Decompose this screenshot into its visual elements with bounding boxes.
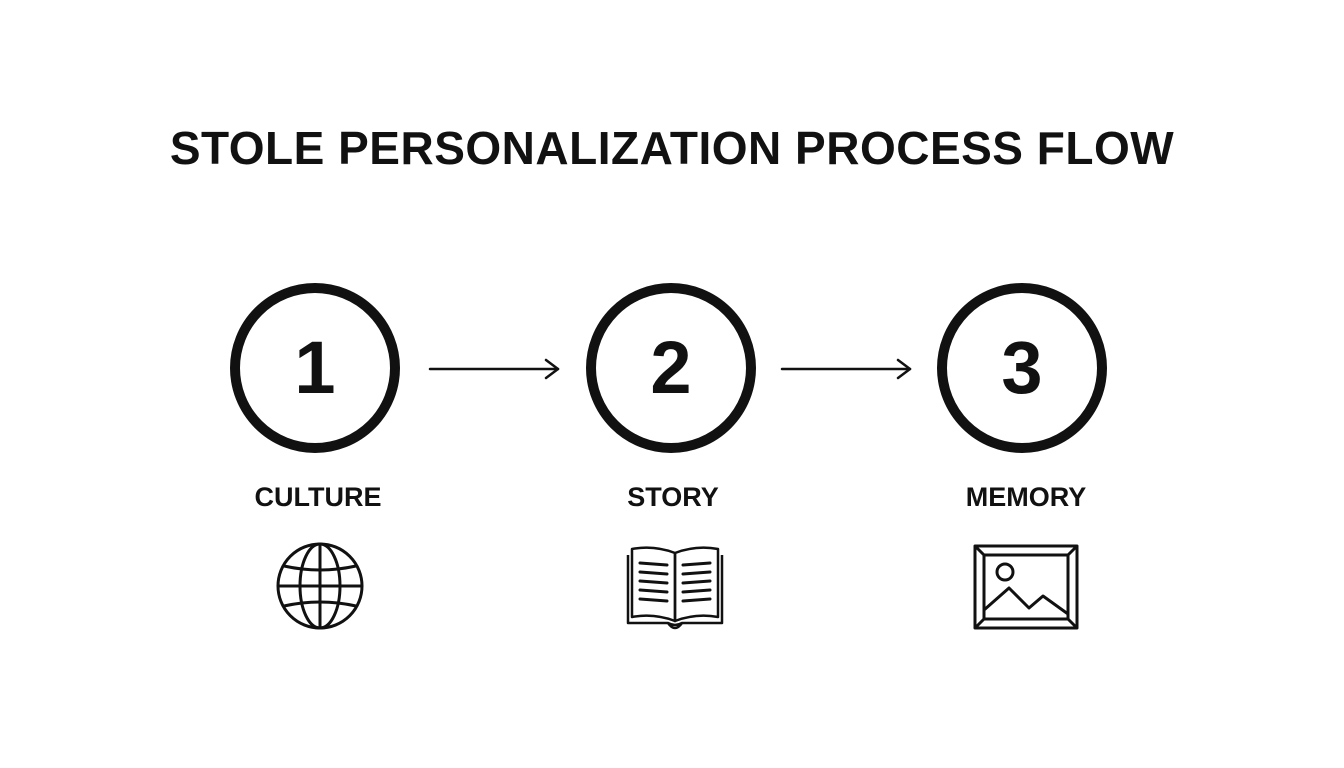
step-1-label: CULTURE — [254, 482, 382, 512]
arrow-1-to-2 — [428, 358, 560, 380]
step-3-label: MEMORY — [965, 482, 1087, 512]
arrow-2-to-3 — [780, 358, 912, 380]
globe-icon — [276, 542, 364, 630]
step-3-circle: 3 — [937, 283, 1107, 453]
step-2-label: STORY — [627, 482, 719, 512]
step-2-circle: 2 — [586, 283, 756, 453]
open-book-icon — [626, 546, 724, 630]
step-1-circle: 1 — [230, 283, 400, 453]
step-3-number: 3 — [1001, 326, 1043, 409]
diagram-title: STOLE PERSONALIZATION PROCESS FLOW — [169, 122, 1175, 174]
step-2-number: 2 — [650, 326, 692, 409]
step-1-number: 1 — [294, 326, 336, 409]
framed-picture-icon — [973, 544, 1079, 630]
